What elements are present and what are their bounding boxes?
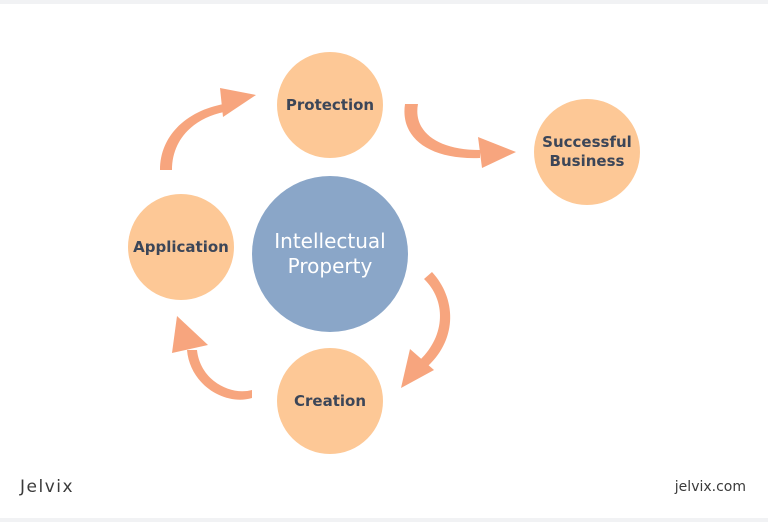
arrow-creation-to-application [172, 316, 252, 400]
creation-node: Creation [277, 348, 383, 454]
creation-label: Creation [294, 391, 366, 410]
intellectual-property-node: Intellectual Property [252, 176, 408, 332]
successful-business-node: Successful Business [534, 99, 640, 205]
protection-node: Protection [277, 52, 383, 158]
intellectual-property-label: Intellectual Property [274, 229, 386, 278]
arrow-protection-to-business [404, 104, 516, 168]
jelvix-logo: Jelvix [20, 477, 75, 497]
successful-business-label: Successful Business [542, 133, 632, 170]
application-node: Application [128, 194, 234, 300]
site-url: jelvix.com [674, 479, 746, 495]
arrow-application-to-protection [160, 88, 256, 170]
arrow-center-to-creation [401, 272, 451, 388]
protection-label: Protection [285, 95, 375, 114]
application-label: Application [133, 237, 229, 256]
